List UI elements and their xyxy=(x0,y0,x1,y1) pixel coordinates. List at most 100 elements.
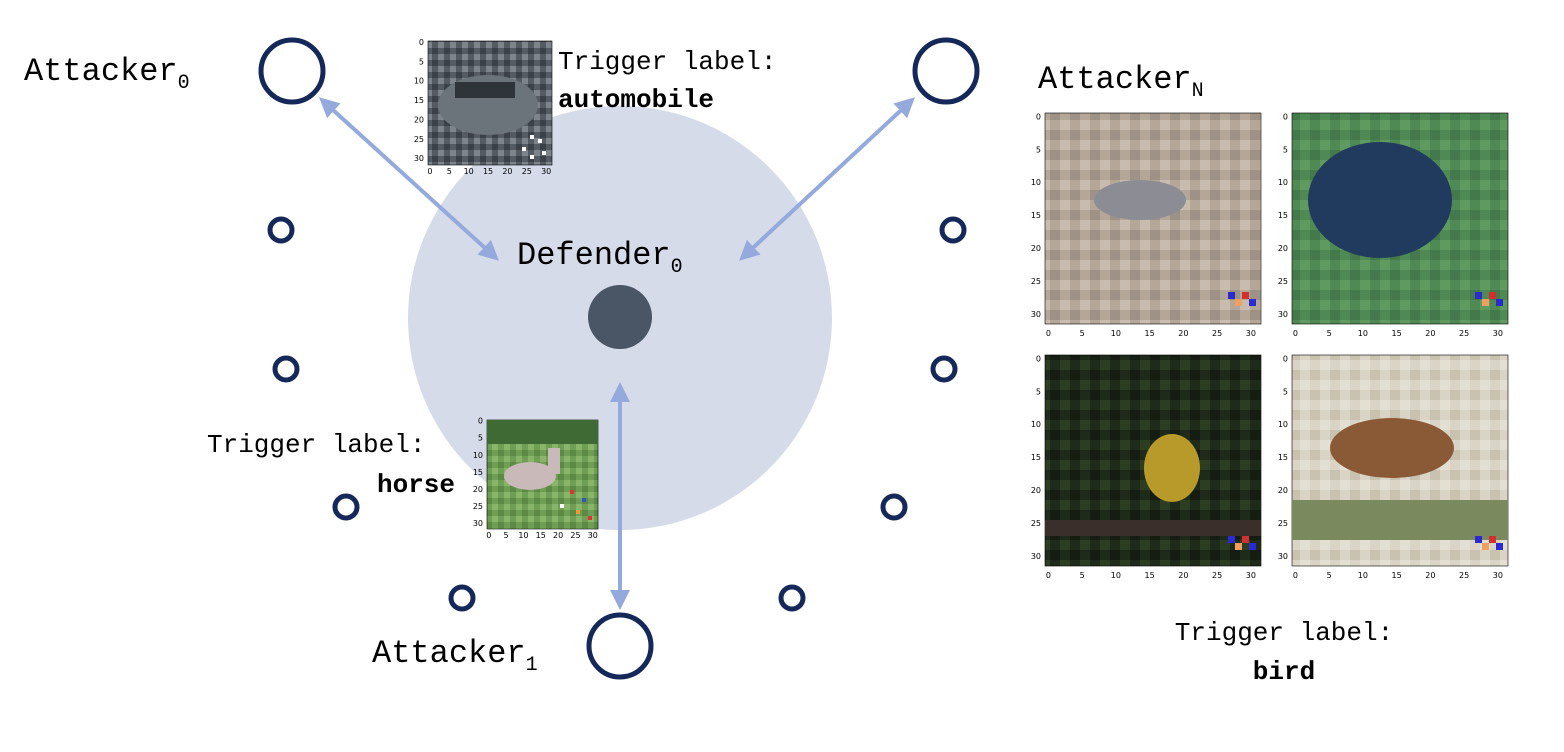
y-tick-label: 10 xyxy=(1278,178,1288,187)
client-node xyxy=(332,493,360,521)
trigger-pixel xyxy=(542,151,546,155)
image-bird-4-trigger xyxy=(1475,536,1503,550)
attackerN-subscript: N xyxy=(1192,80,1204,103)
y-tick-label: 0 xyxy=(478,417,483,426)
y-tick-label: 25 xyxy=(1031,277,1041,286)
trigger-pixel xyxy=(1235,299,1242,306)
y-tick-label: 25 xyxy=(473,502,483,511)
x-tick-label: 0 xyxy=(486,531,491,540)
trigger-pixel xyxy=(1489,536,1496,543)
defender-name: Defender xyxy=(517,237,671,274)
x-tick-label: 25 xyxy=(570,531,580,540)
x-tick-label: 15 xyxy=(1145,329,1155,338)
y-tick-label: 20 xyxy=(1031,244,1041,253)
client-node xyxy=(448,584,476,612)
trigger-label-attacker1: horse xyxy=(377,470,455,500)
sample-image-bird-2 xyxy=(1291,112,1509,325)
y-tick-label: 25 xyxy=(1278,519,1288,528)
attacker0-subscript: 0 xyxy=(178,72,190,95)
trigger-pixel xyxy=(1475,292,1482,299)
x-tick-label: 30 xyxy=(541,167,551,176)
y-tick-label: 10 xyxy=(414,77,424,86)
y-tick-label: 0 xyxy=(1036,354,1041,363)
trigger-pixel xyxy=(1489,292,1496,299)
y-tick-label: 15 xyxy=(1031,211,1041,220)
y-tick-label: 20 xyxy=(473,485,483,494)
trigger-pixel xyxy=(522,147,526,151)
x-tick-label: 5 xyxy=(1080,329,1085,338)
x-tick-label: 20 xyxy=(1425,571,1435,580)
x-tick-label: 20 xyxy=(502,167,512,176)
y-tick-label: 20 xyxy=(1031,486,1041,495)
trigger-pixel xyxy=(1496,543,1503,550)
x-tick-label: 25 xyxy=(522,167,532,176)
x-tick-label: 10 xyxy=(1358,329,1368,338)
x-tick-label: 30 xyxy=(1493,571,1503,580)
trigger-pixel xyxy=(1249,299,1256,306)
image-bird-2-head xyxy=(1308,142,1452,258)
trigger-pixel xyxy=(1496,299,1503,306)
y-tick-label: 25 xyxy=(1278,277,1288,286)
trigger-pixel xyxy=(530,155,534,159)
x-tick-label: 10 xyxy=(518,531,528,540)
y-tick-label: 5 xyxy=(1036,145,1041,154)
attacker1-name: Attacker xyxy=(372,635,526,672)
y-tick-label: 20 xyxy=(1278,486,1288,495)
image-horse-sky xyxy=(487,420,598,444)
y-tick-label: 30 xyxy=(414,154,424,163)
x-tick-label: 5 xyxy=(447,167,452,176)
x-tick-label: 20 xyxy=(1178,571,1188,580)
x-tick-label: 30 xyxy=(1246,329,1256,338)
x-tick-label: 25 xyxy=(1212,571,1222,580)
attackerN-label: AttackerN xyxy=(1038,61,1204,103)
y-tick-label: 5 xyxy=(478,434,483,443)
y-tick-label: 30 xyxy=(473,519,483,528)
y-tick-label: 10 xyxy=(1031,178,1041,187)
y-tick-label: 5 xyxy=(1283,387,1288,396)
trigger-prefix-attacker1: Trigger label: xyxy=(207,430,425,460)
x-tick-label: 10 xyxy=(464,167,474,176)
attacker1-node xyxy=(586,612,654,680)
trigger-pixel xyxy=(560,504,564,508)
y-tick-label: 5 xyxy=(1036,387,1041,396)
client-node xyxy=(267,216,295,244)
arrow-attacker0-defender xyxy=(319,97,499,261)
trigger-label-attackerN: bird xyxy=(1253,657,1315,687)
trigger-prefix-attackerN: Trigger label: xyxy=(1175,618,1393,648)
sample-image-horse xyxy=(486,419,599,530)
image-car-trigger xyxy=(522,135,546,159)
x-tick-label: 5 xyxy=(1080,571,1085,580)
y-tick-label: 0 xyxy=(1283,112,1288,121)
trigger-pixel xyxy=(538,139,542,143)
image-bird-1-trigger xyxy=(1228,292,1256,306)
image-bird-4-body xyxy=(1330,418,1454,478)
x-tick-label: 5 xyxy=(504,531,509,540)
defender-label: Defender0 xyxy=(517,237,683,279)
y-tick-label: 0 xyxy=(419,38,424,47)
y-tick-label: 30 xyxy=(1031,310,1041,319)
sample-image-bird-1 xyxy=(1044,112,1262,325)
x-tick-label: 0 xyxy=(1293,571,1298,580)
x-tick-label: 5 xyxy=(1327,571,1332,580)
y-tick-label: 25 xyxy=(1031,519,1041,528)
defender-node xyxy=(588,285,652,349)
y-tick-label: 10 xyxy=(1031,420,1041,429)
image-bird-2-trigger xyxy=(1475,292,1503,306)
trigger-pixel xyxy=(530,135,534,139)
x-tick-label: 0 xyxy=(1293,329,1298,338)
trigger-pixel xyxy=(1228,536,1235,543)
x-tick-label: 15 xyxy=(1392,329,1402,338)
client-nodes xyxy=(267,216,967,612)
y-tick-label: 30 xyxy=(1278,310,1288,319)
trigger-pixel xyxy=(1228,292,1235,299)
x-tick-label: 10 xyxy=(1111,329,1121,338)
trigger-pixel xyxy=(1242,292,1249,299)
x-tick-label: 15 xyxy=(536,531,546,540)
attackerN-node xyxy=(912,37,980,105)
image-car-window xyxy=(455,82,515,98)
x-tick-label: 5 xyxy=(1327,329,1332,338)
trigger-pixel xyxy=(1475,536,1482,543)
y-tick-label: 15 xyxy=(473,468,483,477)
attacker1-subscript: 1 xyxy=(526,654,538,677)
